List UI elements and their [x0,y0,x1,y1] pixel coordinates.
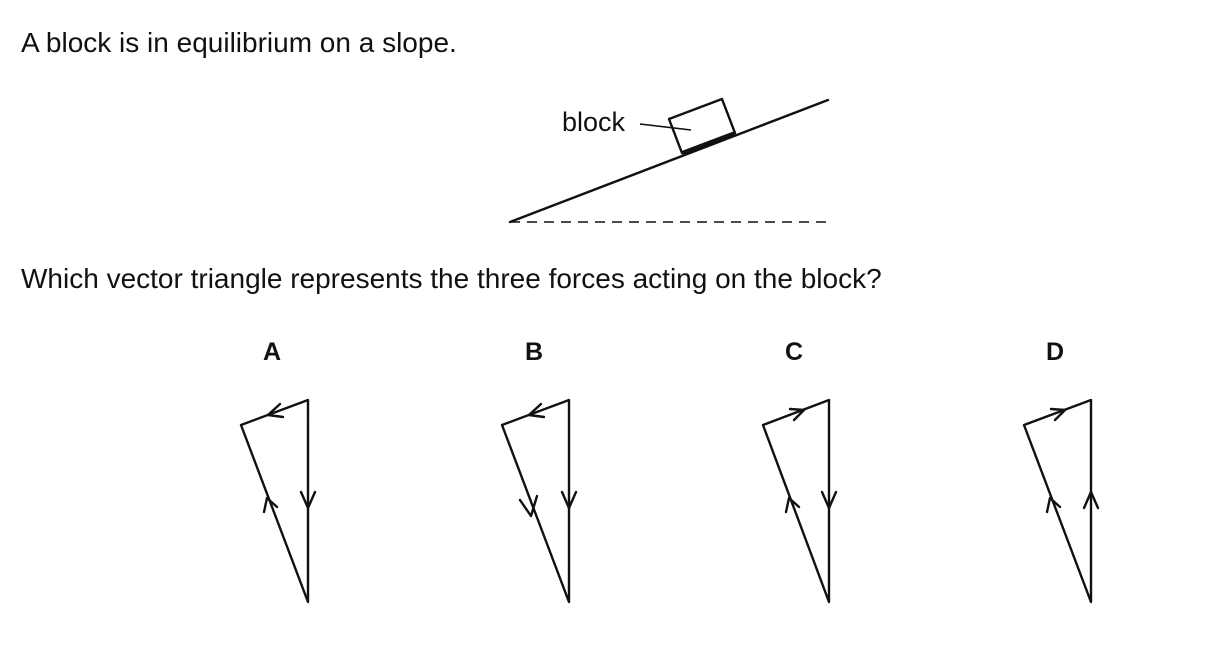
option-c-label[interactable]: C [784,338,804,366]
question-stem: A block is in equilibrium on a slope. [21,27,457,58]
block-base [681,131,736,155]
option-b-label[interactable]: B [524,338,544,366]
option-a-label[interactable]: A [262,338,282,366]
vector-triangle-b[interactable] [500,398,578,604]
slope-line [508,98,830,224]
vector-triangle-a[interactable] [239,398,317,604]
vector-triangle-c[interactable] [761,398,838,604]
block-label: block [562,107,626,137]
block-leader-line [639,123,692,131]
option-d-label[interactable]: D [1045,338,1065,366]
question-prompt: Which vector triangle represents the thr… [21,263,882,294]
vector-triangle-d[interactable] [1022,398,1100,604]
